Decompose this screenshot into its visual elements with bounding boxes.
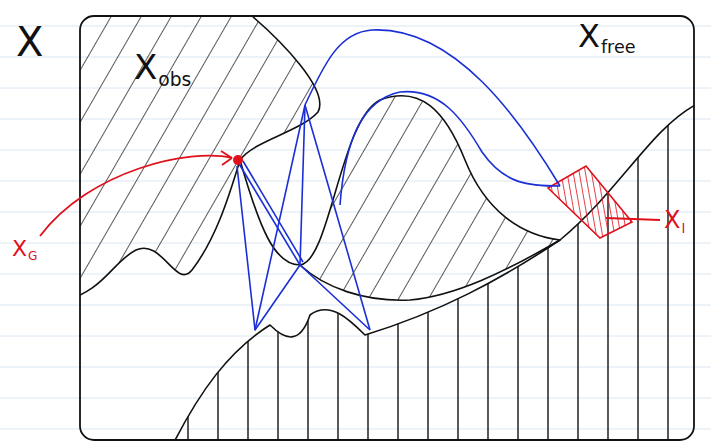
roadmap (237, 30, 560, 330)
goal-label: XG (12, 238, 37, 262)
leader-line (606, 218, 660, 220)
region-label: Xobs (134, 50, 191, 89)
obstacle-region (80, 16, 320, 302)
space-frame (80, 16, 694, 440)
obstacle-region (170, 105, 694, 440)
leader-line (40, 156, 232, 236)
region-label: Xfree (578, 20, 636, 57)
goal-point (233, 155, 243, 165)
space-label: X (16, 22, 43, 62)
arrow-head (221, 151, 232, 165)
init-region (548, 166, 632, 238)
init-label: XI (664, 208, 685, 235)
